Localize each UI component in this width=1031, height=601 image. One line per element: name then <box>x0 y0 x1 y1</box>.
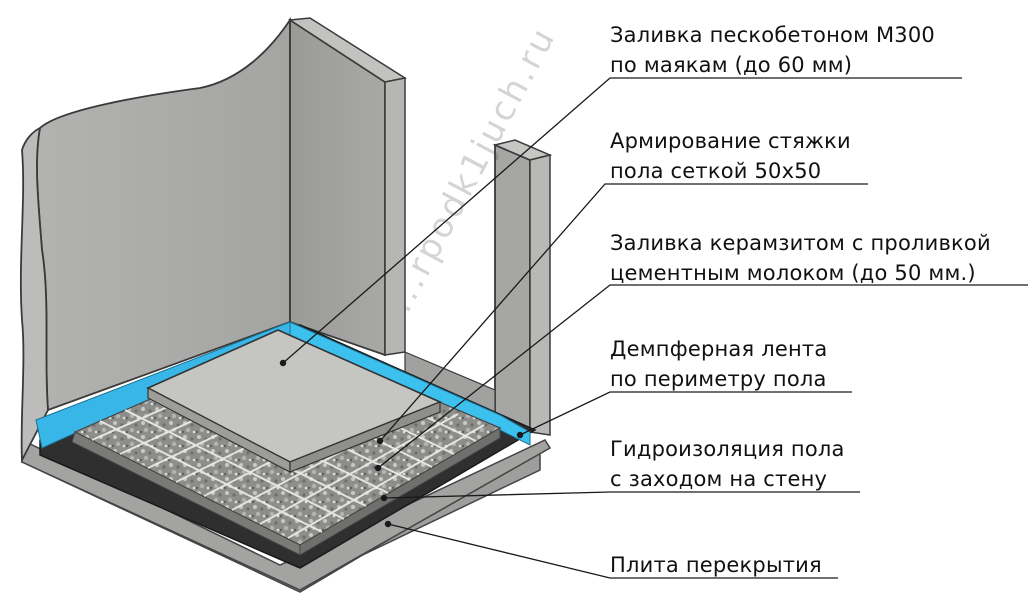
label-damper-line-1: Демпферная лента <box>610 337 828 361</box>
leader-screed <box>282 77 962 364</box>
right-pillar-face <box>494 143 531 434</box>
label-damper-line-2: по периметру пола <box>610 367 827 391</box>
leader-damper <box>519 391 852 436</box>
leader-slab <box>387 523 838 579</box>
label-clay-line-2: цементным молоком (до 50 мм.) <box>610 261 976 285</box>
label-damper: Демпферная лента по периметру пола <box>610 334 827 394</box>
leader-mesh <box>379 183 868 442</box>
expanded-clay-edge-right <box>299 427 501 556</box>
leader-dots <box>279 359 524 528</box>
label-mesh-line-1: Армирование стяжки <box>610 129 851 153</box>
label-mesh-line-2: пола сеткой 50х50 <box>610 159 822 183</box>
label-slab-line-1: Плита перекрытия <box>610 553 822 577</box>
slab-top <box>21 438 552 591</box>
label-clay: Заливка керамзитом с проливкой цементным… <box>610 228 991 288</box>
label-slab: Плита перекрытия <box>610 550 822 580</box>
label-screed-line-1: Заливка пескобетоном М300 <box>610 23 935 47</box>
label-waterproofing-line-2: с заходом на стену <box>610 467 828 491</box>
label-waterproofing-line-1: Гидроизоляция пола <box>610 437 845 461</box>
label-waterproofing: Гидроизоляция пола с заходом на стену <box>610 434 845 494</box>
label-clay-line-1: Заливка керамзитом с проливкой <box>610 231 991 255</box>
left-wall-top <box>19 126 49 464</box>
label-screed-line-2: по маякам (до 60 мм) <box>610 53 853 77</box>
right-pillar-side <box>529 154 551 436</box>
leader-lines <box>282 77 1028 579</box>
screed-slab-right <box>289 401 441 473</box>
label-screed: Заливка пескобетоном М300 по маякам (до … <box>610 20 935 80</box>
back-wall-side <box>384 77 406 356</box>
label-mesh: Армирование стяжки пола сеткой 50х50 <box>610 126 851 186</box>
leader-clay <box>377 284 1028 469</box>
leader-waterproofing <box>383 491 860 499</box>
